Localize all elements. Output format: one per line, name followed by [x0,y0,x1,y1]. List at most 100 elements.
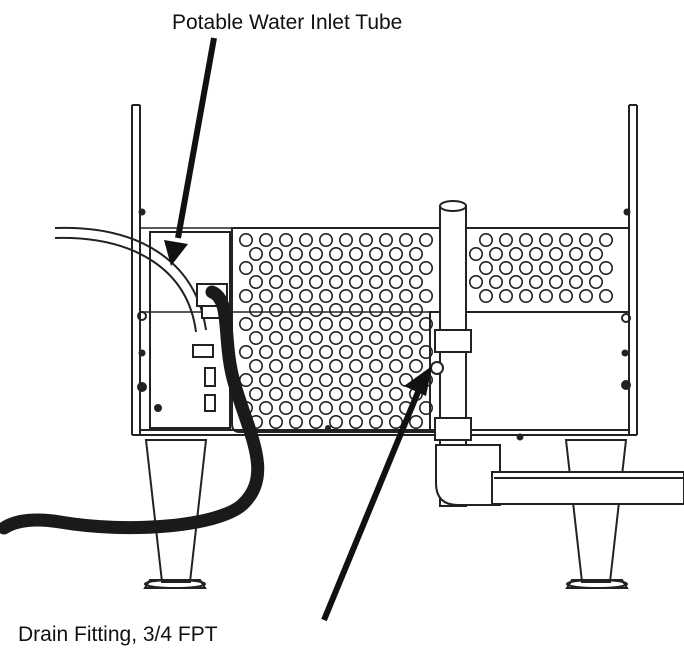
grille-hole [358,400,373,415]
grille-hole [288,302,303,317]
grille-hole [338,316,353,331]
grille-hole [528,274,543,289]
grille-hole [388,330,403,345]
grille-hole [508,247,523,262]
inlet-pointer-arrow [164,37,217,266]
grille-hole [239,344,254,359]
grille-hole [358,233,373,248]
grille-hole [398,233,413,248]
grille-hole [239,316,254,331]
grille-hole [518,260,533,275]
grille-hole [268,358,283,373]
grille-hole [328,386,343,401]
grille-hole [418,233,433,248]
grille-hole [388,247,403,262]
grille-hole [378,400,393,415]
grille-hole [568,274,583,289]
grille-hole [249,274,264,289]
grille-hole [348,302,363,317]
grille-hole [258,372,273,387]
grille-hole [478,260,493,275]
grille-hole [249,302,264,317]
grille-hole [298,233,313,248]
grille-hole [468,247,483,262]
grille-hole [288,414,303,429]
grille-hole [418,344,433,359]
grille-hole [318,260,333,275]
grille-hole [318,233,333,248]
drain-fitting-label: Drain Fitting, 3/4 FPT [18,623,218,646]
grille-hole [249,330,264,345]
grille-hole [318,400,333,415]
grille-hole [288,358,303,373]
left-leg [143,439,208,589]
grille-hole [318,288,333,303]
right-leg [564,439,629,589]
grille-hole [388,358,403,373]
grille-hole [249,247,264,262]
grille-hole [548,247,563,262]
grille-hole [378,288,393,303]
grille-hole [338,288,353,303]
grille-hole [418,400,433,415]
grille-hole [338,344,353,359]
grille-hole [378,344,393,359]
grille-hole [239,233,254,248]
grille-hole [558,260,573,275]
grille-hole [348,330,363,345]
grille-hole [518,288,533,303]
grille-hole [558,288,573,303]
grille-hole [308,386,323,401]
grille-hole [298,400,313,415]
grille-hole [348,274,363,289]
grille-hole [278,260,293,275]
grille-hole [388,386,403,401]
grille-hole [358,260,373,275]
grille-hole [318,316,333,331]
grille-hole [358,288,373,303]
grille-hole [398,260,413,275]
grille-hole [408,330,423,345]
grille-hole [258,400,273,415]
grille-hole [578,288,593,303]
grille-hole [308,274,323,289]
grille-hole [308,247,323,262]
grille-hole [348,247,363,262]
grille-hole [368,386,383,401]
grille-hole [498,288,513,303]
grille-hole [358,344,373,359]
grille-hole [368,330,383,345]
grille-hole [298,288,313,303]
grille-hole [378,260,393,275]
grille-hole [258,344,273,359]
grille-hole [418,260,433,275]
grille-hole [239,288,254,303]
grille-hole [578,260,593,275]
grille-hole [328,302,343,317]
grille-hole [249,358,264,373]
grille-hole [258,288,273,303]
grille-hole [588,247,603,262]
drain-hose [0,285,265,535]
grille-hole [418,288,433,303]
grille-hole [498,233,513,248]
grille-hole [548,274,563,289]
grille-hole [418,316,433,331]
grille-hole [478,233,493,248]
grille-hole [328,330,343,345]
grille-hole [278,372,293,387]
grille-hole [478,288,493,303]
grille-hole [318,372,333,387]
grille-hole [268,274,283,289]
grille-hole [368,414,383,429]
grille-hole [288,274,303,289]
grille-hole [598,260,613,275]
grille-hole [388,414,403,429]
grille-hole [328,414,343,429]
grille-hole [298,344,313,359]
grille-hole [468,274,483,289]
grille-hole [278,316,293,331]
grille-hole [288,386,303,401]
grille-hole [298,316,313,331]
